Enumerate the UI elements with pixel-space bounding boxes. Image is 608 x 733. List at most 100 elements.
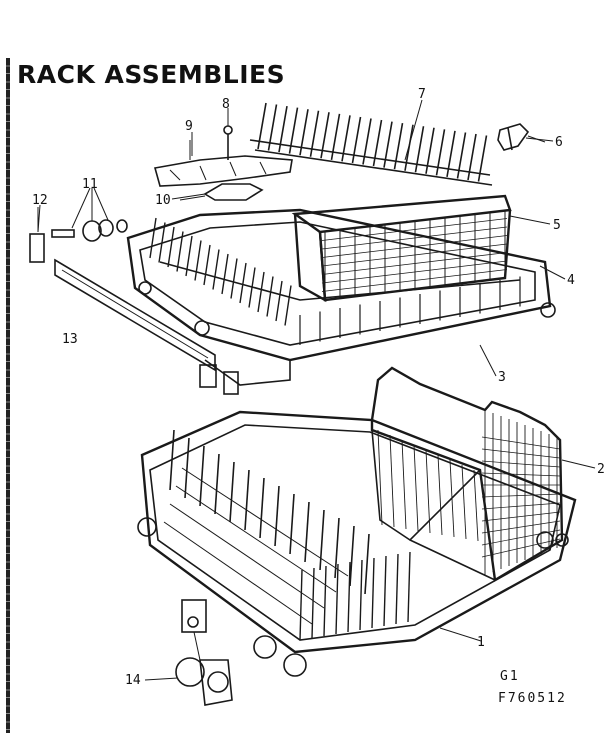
callout-6: 6 <box>555 135 563 150</box>
wire-stroke <box>149 217 157 259</box>
wire-stroke <box>389 434 395 528</box>
callout-5: 5 <box>553 218 561 233</box>
wire-stroke <box>311 567 315 639</box>
wire-stroke <box>289 493 295 555</box>
wire-stroke <box>425 127 435 174</box>
wire-stroke <box>341 115 351 162</box>
callout-2: 2 <box>597 462 605 477</box>
page-title: RACK ASSEMBLIES <box>17 60 286 89</box>
wire-stroke <box>239 262 247 304</box>
wire-stroke <box>321 218 508 241</box>
slide-rail-part-13 <box>54 258 239 395</box>
footer-code-g1: G1 <box>500 669 520 684</box>
wire-stroke <box>481 460 561 468</box>
wire-stroke <box>275 280 283 322</box>
wire-stroke <box>320 112 330 159</box>
wire-stroke <box>349 525 355 587</box>
wire-stroke <box>435 129 446 176</box>
wire-stroke <box>194 240 202 281</box>
wire-stroke <box>244 469 250 531</box>
wire-stroke <box>321 235 508 258</box>
footer-code-figure: F760512 <box>498 691 567 706</box>
callout-9: 9 <box>185 119 193 134</box>
wire-stroke <box>278 105 288 153</box>
wire-stroke <box>304 501 310 563</box>
wire-stroke <box>257 271 265 313</box>
wire-stroke <box>212 249 220 290</box>
wire-stroke <box>481 472 561 477</box>
wire-stroke <box>449 459 455 538</box>
callout-10: 10 <box>155 193 171 208</box>
wire-stroke <box>481 520 561 534</box>
wire-stroke <box>299 569 303 641</box>
screw-part-8 <box>223 115 233 160</box>
wire-stroke <box>473 469 479 542</box>
callout-11: 11 <box>82 177 98 192</box>
wire-stroke <box>481 436 561 450</box>
wire-stroke <box>321 260 508 284</box>
rack-clip-part-6 <box>497 123 546 151</box>
wire-stroke <box>199 445 205 507</box>
callout-7: 7 <box>418 87 426 102</box>
wire-stroke <box>461 464 467 540</box>
tine-row-part-7 <box>249 102 493 186</box>
wire-stroke <box>351 116 362 164</box>
wire-stroke <box>288 107 299 154</box>
wire-stroke <box>167 226 175 268</box>
stop-block-part-12 <box>29 204 45 263</box>
wire-stroke <box>157 539 301 641</box>
wire-stroke <box>257 102 267 150</box>
wire-stroke <box>437 454 443 536</box>
wire-stroke <box>230 258 238 299</box>
wire-stroke <box>321 269 508 292</box>
wire-stroke <box>481 538 561 558</box>
wire-stroke <box>321 243 508 267</box>
callout-1: 1 <box>477 635 485 650</box>
wire-stroke <box>481 529 561 546</box>
scan-border <box>6 58 10 733</box>
wire-stroke <box>481 493 561 498</box>
wire-stroke <box>377 429 383 526</box>
wire-stroke <box>335 563 339 635</box>
wire-stroke <box>163 521 313 625</box>
wire-stroke <box>267 104 278 151</box>
wire-stroke <box>364 533 370 595</box>
wire-stroke <box>169 503 325 609</box>
wire-stroke <box>274 485 280 547</box>
callout-12: 12 <box>32 193 48 208</box>
wire-stroke <box>284 285 292 326</box>
wire-stroke <box>477 135 488 182</box>
callout-4: 4 <box>567 273 575 288</box>
wire-stroke <box>330 113 341 160</box>
wire-stroke <box>456 132 467 179</box>
wire-stroke <box>185 235 193 277</box>
wire-stroke <box>323 565 327 637</box>
wire-stroke <box>299 109 309 156</box>
lower-rack-part-1 <box>137 410 577 677</box>
wire-stroke <box>181 467 349 577</box>
upper-rack-part-3 <box>126 208 556 386</box>
wire-stroke <box>203 244 211 286</box>
callout-13: 13 <box>62 332 78 347</box>
wheel-assembly-part-14 <box>175 599 233 706</box>
wire-stroke <box>414 126 425 173</box>
wire-stroke <box>347 561 351 633</box>
wire-stroke <box>359 559 363 631</box>
wire-stroke <box>309 110 320 157</box>
wire-stroke <box>321 252 508 275</box>
wire-stroke <box>393 123 404 170</box>
callout-14: 14 <box>125 673 141 688</box>
bracket-part-10 <box>179 183 264 201</box>
wire-stroke <box>383 121 393 168</box>
wire-stroke <box>467 133 477 181</box>
wire-stroke <box>401 439 407 530</box>
wire-stroke <box>184 437 190 499</box>
wire-stroke <box>362 118 372 165</box>
wire-stroke <box>425 449 431 534</box>
wire-stroke <box>175 485 337 593</box>
leader-lines <box>37 99 596 681</box>
wire-stroke <box>266 276 274 317</box>
wire-stroke <box>221 253 229 295</box>
wire-stroke <box>383 555 387 627</box>
